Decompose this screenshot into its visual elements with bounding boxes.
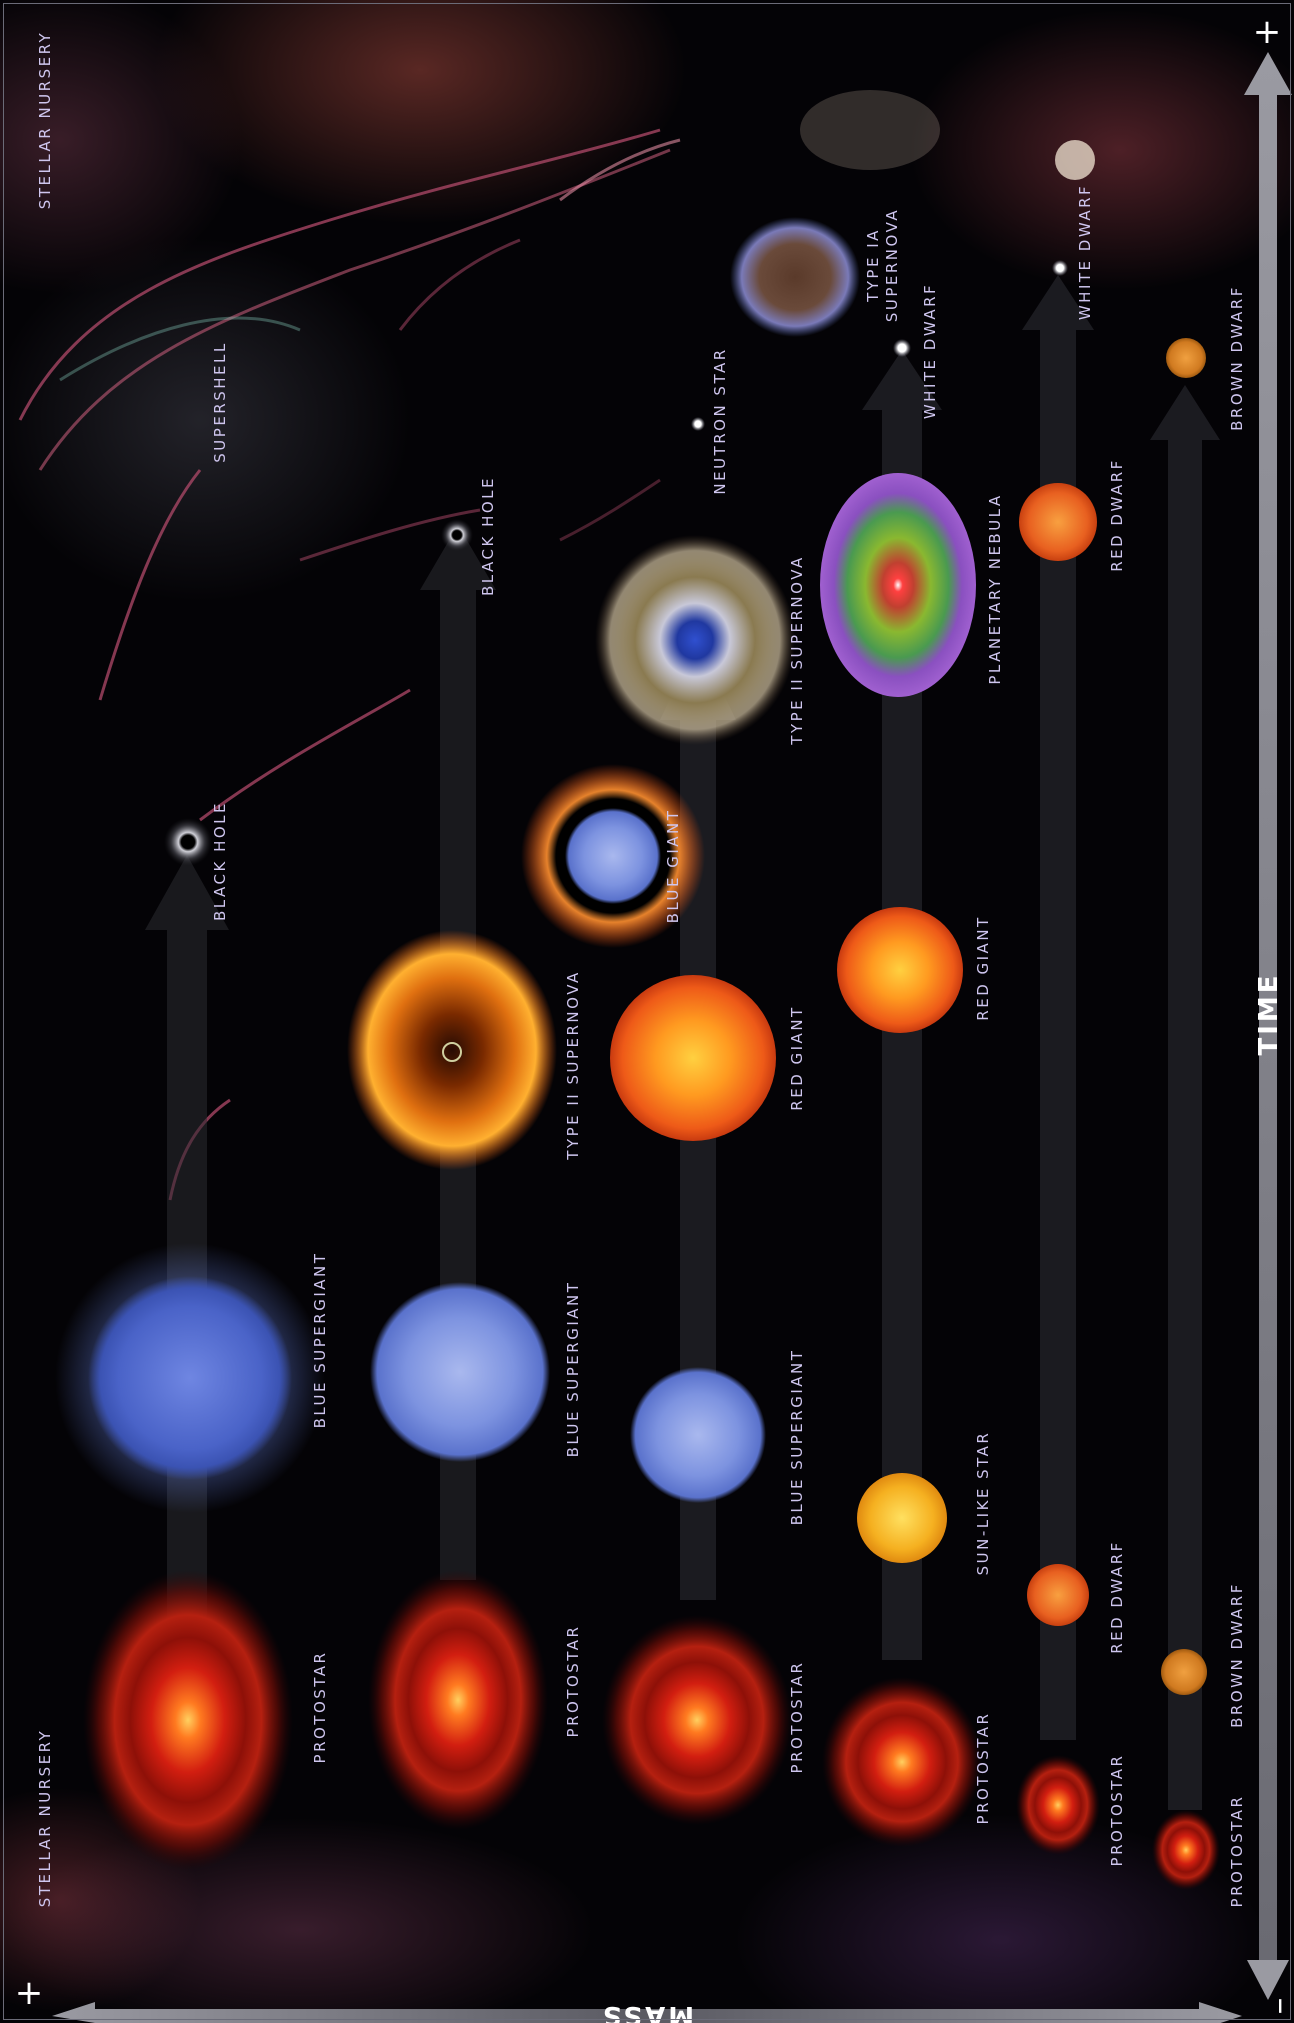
time-axis-plus: + [1253,12,1282,52]
r5-white-dwarf-image [1052,260,1068,276]
label-r2-protostar: PROTOSTAR [564,1625,582,1738]
mass-axis: MASS + – [15,1973,1294,2023]
label-stellar-nursery-end: STELLAR NURSERY [36,31,54,209]
label-r4-protostar: PROTOSTAR [974,1712,992,1825]
label-r3-type2-supernova: TYPE II SUPERNOVA [788,555,806,746]
r1-black-hole-image [164,818,212,866]
label-r5-red-dwarf: RED DWARF [1108,1540,1126,1654]
r2-blue-supergiant-image [370,1282,550,1462]
r3-protostar-image [602,1615,792,1825]
time-axis-label: TIME [1254,972,1284,1055]
r3-neutron-star-image [691,417,705,431]
r1-blue-supergiant-image [88,1276,292,1480]
bright-star-glow [1055,140,1095,180]
r6-protostar-image [1152,1810,1220,1890]
track-arrow-row6 [1150,385,1220,1810]
r6-brown-dwarf-late-image [1166,338,1206,378]
r3-red-giant-image [610,975,776,1141]
label-r4-sun-like-star: SUN-LIKE STAR [974,1431,992,1576]
label-r1-protostar: PROTOSTAR [311,1651,329,1764]
label-r6-protostar: PROTOSTAR [1228,1795,1246,1908]
r2-supernova-core [442,1042,462,1062]
label-r4-red-giant: RED GIANT [974,915,992,1020]
mass-axis-minus: – [1262,1998,1294,2015]
label-r5-red-dwarf-late: RED DWARF [1108,458,1126,572]
label-r6-brown-dwarf: BROWN DWARF [1228,1582,1246,1728]
time-axis: TIME + [1244,12,1292,2000]
r2-type2-supernova-image [347,930,557,1170]
r4-protostar-image [822,1677,982,1847]
label-r4-type1a-supernova-line1: TYPE IA [864,228,882,303]
r1-protostar-image [83,1570,293,1870]
label-supershell: SUPERSHELL [211,341,229,462]
r4-planetary-nebula-image [820,473,976,697]
label-r2-black-hole: BLACK HOLE [479,476,497,596]
label-r3-red-giant: RED GIANT [788,1005,806,1110]
r4-red-giant-image [837,907,963,1033]
label-r2-blue-supergiant: BLUE SUPERGIANT [564,1281,582,1458]
label-r3-blue-supergiant: BLUE SUPERGIANT [788,1349,806,1526]
label-stellar-nursery-start: STELLAR NURSERY [36,1729,54,1907]
label-r6-brown-dwarf-late: BROWN DWARF [1228,285,1246,431]
label-r4-white-dwarf: WHITE DWARF [921,283,939,419]
r4-sun-like-star-image [857,1473,947,1563]
track-arrow-row5 [1022,275,1094,1740]
r5-red-dwarf-image [1027,1564,1089,1626]
time-axis-arrow-tail [1247,1960,1289,2000]
label-r4-planetary-nebula: PLANETARY NEBULA [986,493,1004,684]
r4-white-dwarf-image [893,339,911,357]
label-r5-white-dwarf: WHITE DWARF [1076,184,1094,320]
label-r1-blue-supergiant: BLUE SUPERGIANT [311,1252,329,1429]
label-r3-protostar: PROTOSTAR [788,1661,806,1774]
mass-axis-arrow [52,2002,1242,2023]
r2-protostar-image [368,1570,548,1830]
label-r5-protostar: PROTOSTAR [1108,1754,1126,1867]
label-r3-blue-giant: BLUE GIANT [664,809,682,924]
label-r2-type2-supernova: TYPE II SUPERNOVA [564,970,582,1161]
label-r4-type1a-supernova-line2: SUPERNOVA [883,208,901,322]
r3-blue-giant-image [565,808,661,904]
r3-blue-supergiant-image [630,1367,766,1503]
r6-brown-dwarf-image [1161,1649,1207,1695]
label-r3-neutron-star: NEUTRON STAR [711,347,729,494]
r2-black-hole-image [441,519,473,551]
stage-labels: STELLAR NURSERY STELLAR NURSERY SUPERSHE… [36,31,1246,1908]
mass-axis-label: MASS [600,2000,694,2023]
bright-cloud-glow [800,90,940,170]
r4-type1a-supernova-image [730,217,860,337]
r5-protostar-image [1016,1755,1100,1855]
time-axis-arrow [1244,52,1292,1960]
label-r1-black-hole: BLACK HOLE [211,801,229,921]
r5-red-dwarf-late-image [1019,483,1097,561]
mass-axis-plus: + [15,1973,44,2013]
r3-type2-supernova-image [595,535,795,745]
